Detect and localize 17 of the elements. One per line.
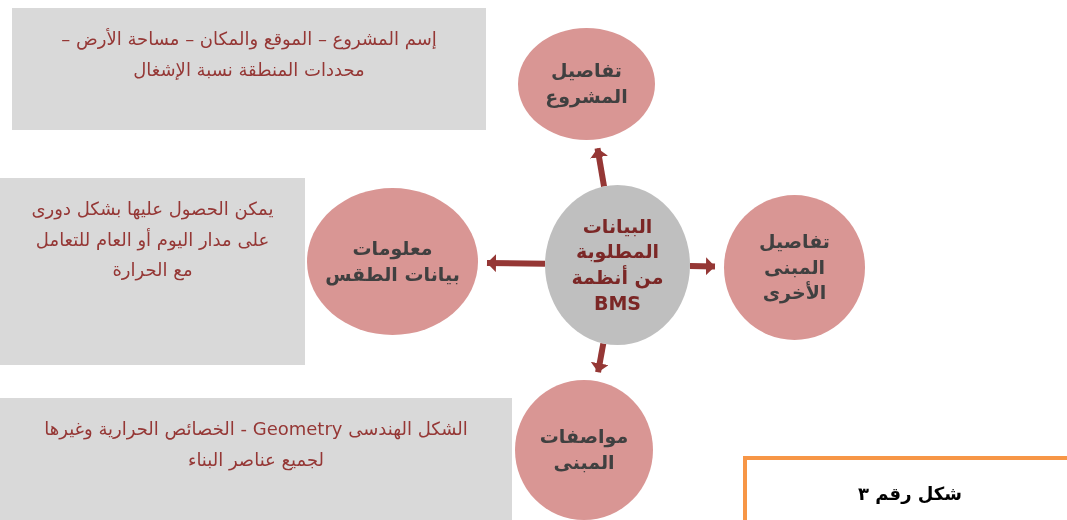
node-text: مواصفات المبنى bbox=[538, 424, 630, 475]
figure-caption-box bbox=[743, 456, 1067, 520]
node-text: معلومات بيانات الطقس bbox=[324, 235, 461, 288]
node-text: تفاصيل المبنى الأخرى bbox=[758, 229, 831, 306]
node-text: يمكن الحصول عليها بشكل دورى على مدار اليوم أو العام للتعامل مع الحرارة bbox=[30, 197, 275, 283]
node-text: شكل رقم ٣ bbox=[858, 481, 963, 506]
node-text: البيانات المطلوبة من أنظمة BMS bbox=[570, 213, 665, 316]
block-arrow bbox=[689, 257, 716, 276]
block-arrow bbox=[486, 254, 546, 273]
block-arrow bbox=[590, 147, 608, 187]
node-text: الشكل الهندسى Geometry - الخصائص الحرارية وغيرها لجميع عناصر البناء bbox=[43, 417, 469, 473]
note-box bbox=[0, 398, 512, 520]
node-text: إسم المشروع – الموقع والمكان – مساحة الأرض – محددات المنطقة نسبة الإشغال bbox=[60, 27, 438, 82]
node-text: تفاصيل المشروع bbox=[544, 58, 629, 110]
block-arrow bbox=[590, 342, 609, 373]
note-box bbox=[0, 178, 305, 365]
note-box bbox=[12, 8, 486, 130]
